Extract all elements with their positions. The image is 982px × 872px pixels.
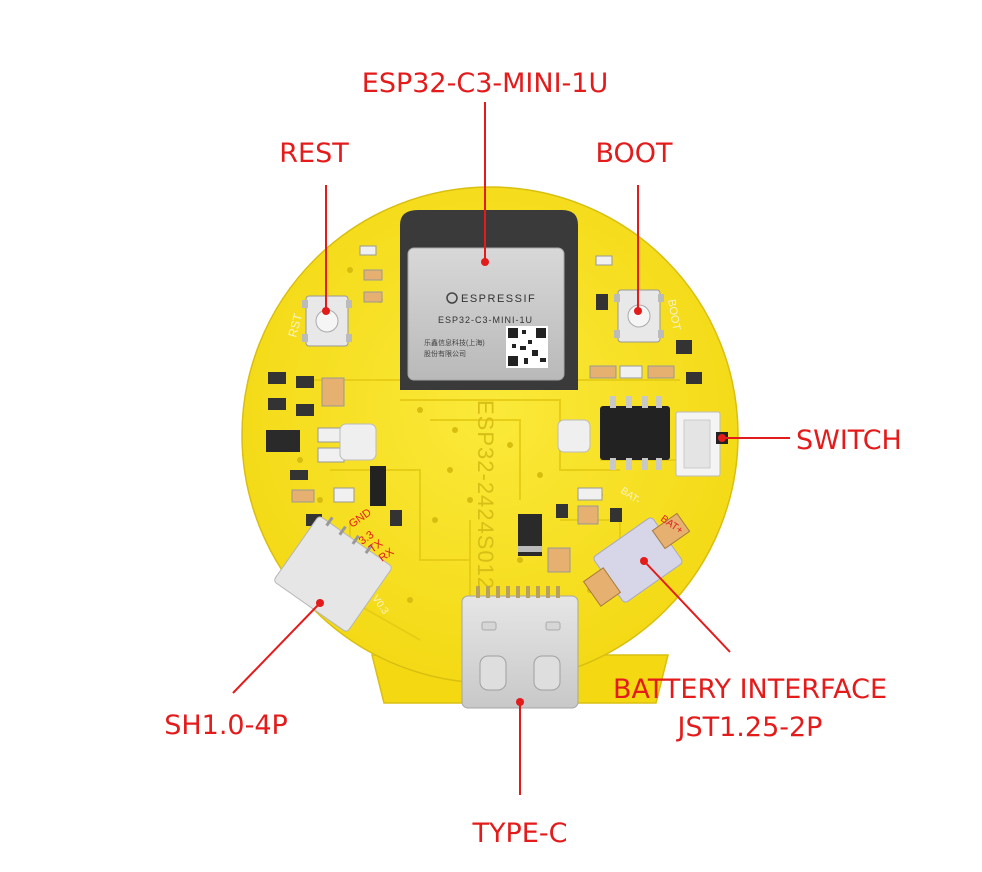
sh-connector <box>274 516 392 632</box>
silk-model-text: ESP32-2424S012 <box>473 400 498 590</box>
module-model-text: ESP32-C3-MINI-1U <box>438 315 533 325</box>
espressif-logo <box>446 292 458 304</box>
leader-battery <box>643 560 731 653</box>
callout-rest: REST <box>279 138 349 169</box>
leader-dots <box>316 258 726 706</box>
ic-chip <box>600 396 670 470</box>
callout-typec: TYPE-C <box>472 818 568 849</box>
module-brand-text: ESPRESSIF <box>461 293 536 305</box>
usb-typec-connector <box>461 586 579 709</box>
callout-switch: SWITCH <box>796 425 902 456</box>
passive-components <box>266 245 702 573</box>
qr-code-icon <box>506 326 548 368</box>
slide-switch <box>675 411 728 477</box>
module-note-line1: 乐鑫信息科技(上海) <box>424 338 485 347</box>
callout-boot: BOOT <box>595 138 673 169</box>
leader-sh <box>232 602 321 694</box>
esp32-module: ESPRESSIF ESP32-C3-MINI-1U 乐鑫信息科技(上海) 股份… <box>400 210 578 390</box>
module-note-line2: 股份有限公司 <box>424 349 466 358</box>
battery-connector <box>582 512 691 607</box>
callout-module: ESP32-C3-MINI-1U <box>361 68 609 99</box>
silk-rst-text: RST <box>285 311 305 338</box>
callout-sh: SH1.0-4P <box>164 710 288 741</box>
callout-battery-line2: JST1.25-2P <box>677 712 823 743</box>
leader-lines <box>232 102 790 795</box>
callout-battery-line1: BATTERY INTERFACE <box>612 674 888 705</box>
silk-boot-text: BOOT <box>665 298 682 331</box>
